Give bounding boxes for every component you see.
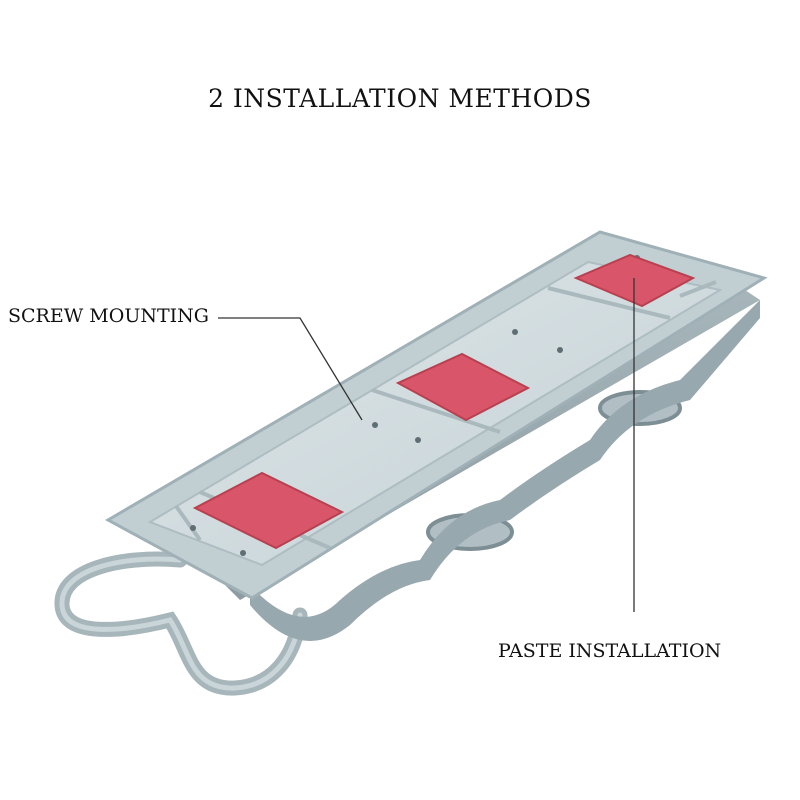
paste-installation-label: PASTE INSTALLATION [498,640,722,662]
adhesive-pad [395,352,531,422]
adhesive-pad [192,471,345,550]
screw-hole [190,525,196,531]
screw-hole [372,422,378,428]
screw-hole [557,347,563,353]
screw-hole [415,437,421,443]
screw-mounting-label: SCREW MOUNTING [8,305,209,327]
screw-leader-line [218,317,363,421]
screw-hole [240,550,246,556]
screw-hole [512,329,518,335]
callout-lines [218,278,635,612]
page-title: 2 INSTALLATION METHODS [208,84,592,113]
